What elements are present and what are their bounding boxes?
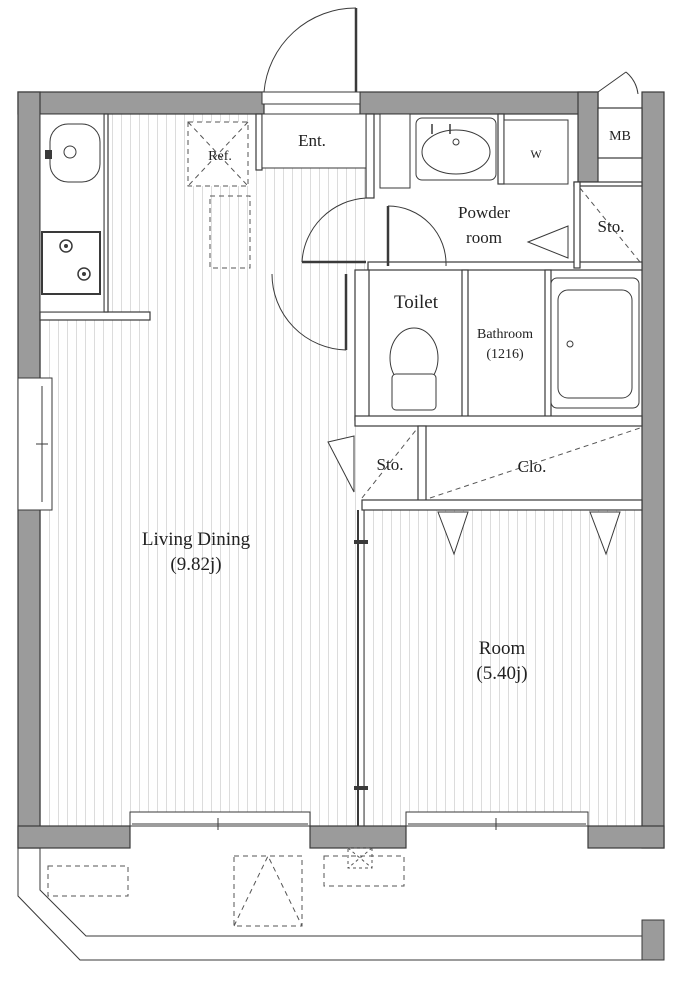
refrigerator-space: Ref. [187, 121, 251, 269]
washer-label: W [530, 147, 542, 161]
stove-burner-icon [77, 267, 91, 281]
interior-walls [39, 113, 643, 511]
stove-burner-icon [59, 239, 73, 253]
bathroom-size: (1216) [486, 347, 524, 362]
left-window [17, 377, 53, 511]
toilet: Toilet [389, 292, 439, 411]
room-size: (5.40j) [476, 663, 527, 684]
powder-room-label-line1: Powder [458, 203, 510, 222]
storage-closet: Sto. Clo. [327, 427, 641, 556]
meter-box: MB [597, 71, 643, 159]
kitchen-counter [39, 113, 105, 313]
bathroom-label: Bathroom [477, 327, 533, 342]
door-swings [271, 197, 447, 351]
room-label: Room [479, 638, 526, 659]
living-dining-size: (9.82j) [170, 554, 221, 575]
storage-top-label: Sto. [598, 217, 625, 236]
bottom-windows [129, 811, 589, 830]
storage-mid-label: Sto. [377, 455, 404, 474]
refrigerator-label: Ref. [208, 149, 232, 164]
living-dining-label: Living Dining [142, 529, 251, 550]
powder-room: W Powder room Sto. [379, 113, 641, 263]
bathroom: Bathroom (1216) [477, 277, 640, 409]
entrance-area: Ent. [261, 7, 367, 169]
toilet-label: Toilet [394, 292, 439, 313]
meter-box-label: MB [609, 129, 631, 144]
sliding-partition [354, 510, 368, 826]
powder-room-label-line2: room [466, 228, 502, 247]
closet-label: Clo. [518, 457, 547, 476]
floor-hatching [40, 114, 642, 826]
entrance-label: Ent. [298, 131, 326, 150]
balcony [17, 847, 665, 961]
